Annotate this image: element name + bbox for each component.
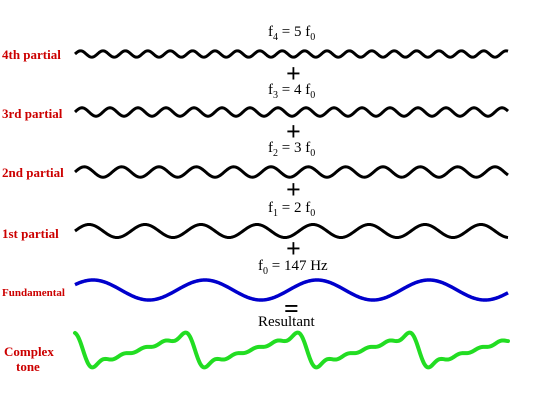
wave-fundamental: [74, 278, 509, 302]
equation-f2: f2 = 3 f0: [268, 140, 315, 159]
plus-sign-4: +: [286, 234, 301, 263]
label-2nd-partial: 2nd partial: [2, 165, 64, 180]
label-3rd-partial: 3rd partial: [2, 106, 63, 121]
equation-f3: f3 = 4 f0: [268, 82, 315, 101]
label-4th-partial: 4th partial: [2, 47, 61, 62]
plus-sign-1: +: [286, 59, 301, 88]
wave-3rd-partial: [73, 106, 509, 118]
plus-sign-3: +: [286, 175, 301, 204]
plus-sign-2: +: [286, 117, 301, 146]
label-1st-partial: 1st partial: [2, 226, 59, 241]
equation-f1: f1 = 2 f0: [268, 200, 315, 219]
wave-1st-partial: [74, 223, 509, 239]
wave-2nd-partial: [74, 165, 509, 179]
equals-sign: =: [284, 294, 299, 323]
equation-f4: f4 = 5 f0: [268, 24, 315, 43]
label-complex-line1: Complex: [4, 344, 54, 359]
label-complex-line2: tone: [16, 359, 40, 374]
label-fundamental: Fundamental: [2, 287, 65, 299]
equation-f0: f0 = 147 Hz: [258, 258, 328, 277]
resultant-label: Resultant: [258, 314, 315, 330]
wave-complex-tone: [73, 330, 510, 370]
wave-4th-partial: [74, 49, 509, 59]
